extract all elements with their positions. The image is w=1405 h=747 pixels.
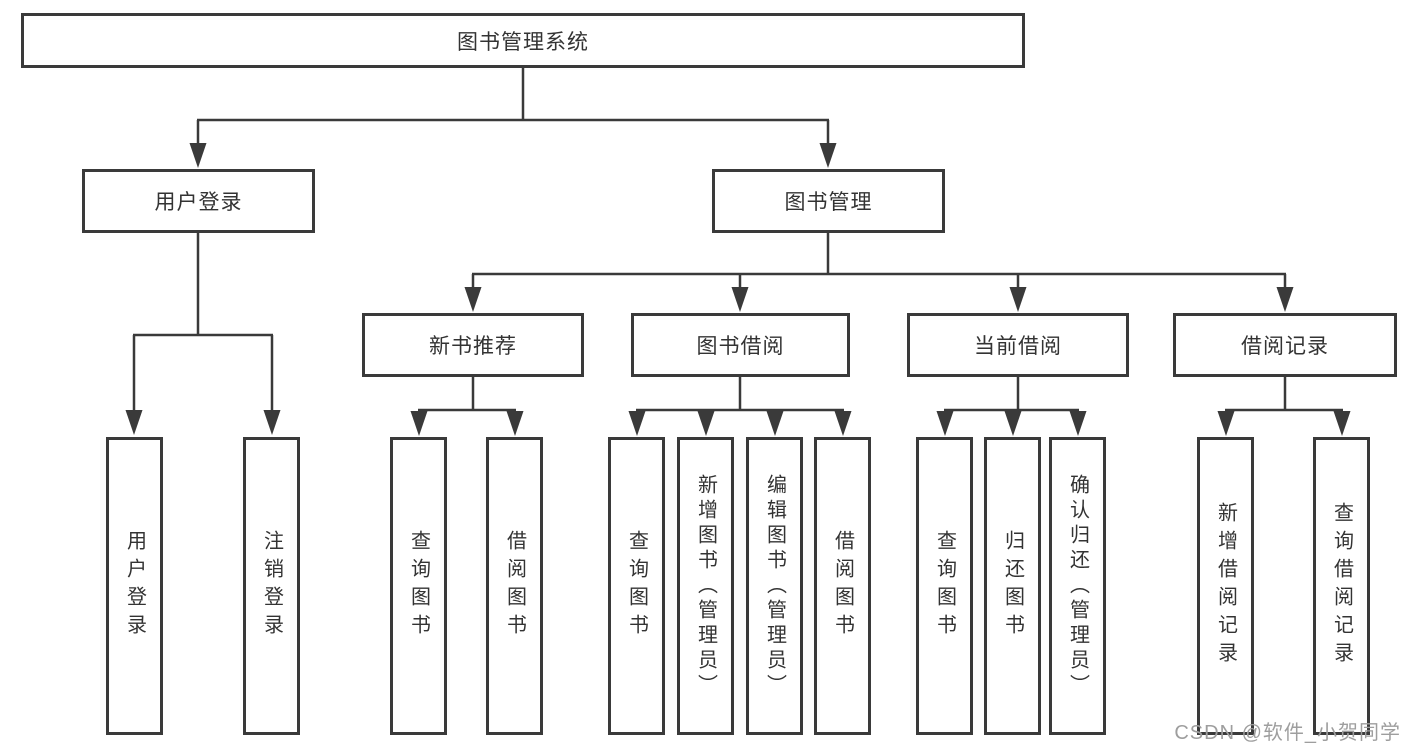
node-book-management: 图书管理: [712, 169, 945, 233]
leaf-query-borrow-record: 查询借阅记录: [1313, 437, 1370, 735]
node-new-book-recommend: 新书推荐: [362, 313, 584, 377]
leaf-edit-book-admin: 编辑图书（管理员）: [746, 437, 803, 735]
node-borrow-records: 借阅记录: [1173, 313, 1397, 377]
leaf-return-book: 归还图书: [984, 437, 1041, 735]
leaf-add-borrow-record: 新增借阅记录: [1197, 437, 1254, 735]
leaf-add-book-admin: 新增图书（管理员）: [677, 437, 734, 735]
leaf-borrow-books-recommend: 借阅图书: [486, 437, 543, 735]
leaf-borrow-books-borrow: 借阅图书: [814, 437, 871, 735]
leaf-logout-login: 注销登录: [243, 437, 300, 735]
leaf-query-books-current: 查询图书: [916, 437, 973, 735]
node-user-login: 用户登录: [82, 169, 315, 233]
leaf-query-books-recommend: 查询图书: [390, 437, 447, 735]
watermark: CSDN @软件_小贺同学: [1174, 722, 1401, 744]
node-book-borrow: 图书借阅: [631, 313, 850, 377]
leaf-query-books-borrow: 查询图书: [608, 437, 665, 735]
leaf-confirm-return-admin: 确认归还（管理员）: [1049, 437, 1106, 735]
node-library-management-system: 图书管理系统: [21, 13, 1025, 68]
leaf-user-login: 用户登录: [106, 437, 163, 735]
node-current-borrow: 当前借阅: [907, 313, 1129, 377]
